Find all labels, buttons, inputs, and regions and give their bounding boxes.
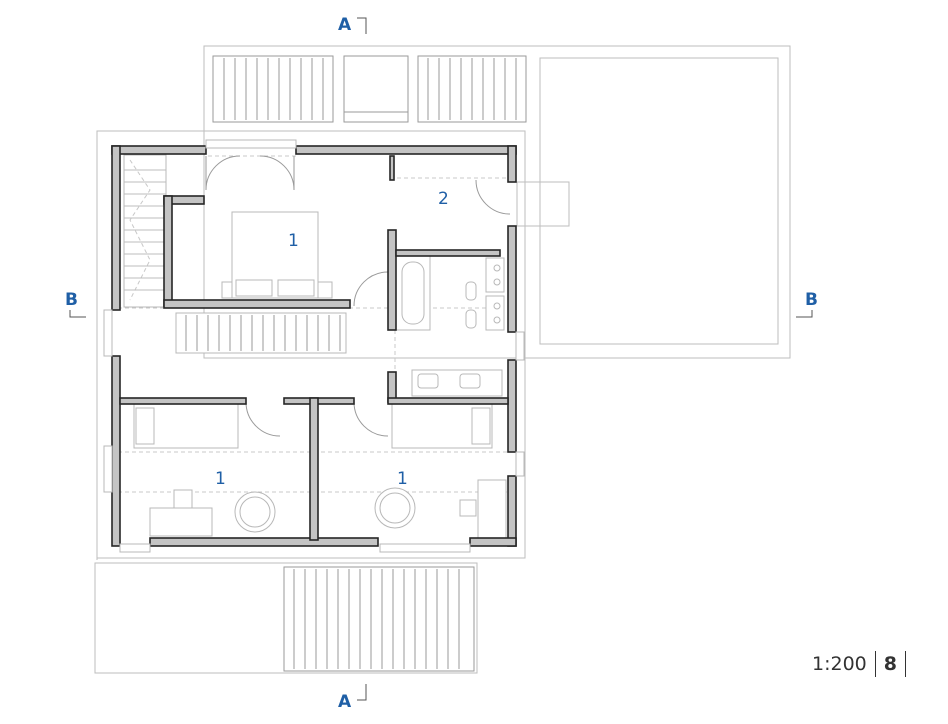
section-marker-a-top: A xyxy=(338,15,367,35)
stair-upper xyxy=(123,154,167,308)
section-marker-a-bottom: A xyxy=(338,684,367,712)
bed-right xyxy=(374,403,507,539)
scale-footer: 1:200 8 xyxy=(812,651,914,677)
scale-text: 1:200 xyxy=(812,653,867,675)
section-b-right-label: B xyxy=(805,290,818,310)
windows xyxy=(103,139,525,553)
room-label-dressing: 2 xyxy=(438,189,449,209)
walls xyxy=(111,145,517,547)
page-number: 8 xyxy=(883,653,897,675)
section-marker-b-left: B xyxy=(65,290,86,318)
roof-outline xyxy=(94,45,791,674)
bathroom-fixtures xyxy=(395,255,505,397)
room-label-bedroom-main: 1 xyxy=(288,231,299,251)
section-a-bottom-label: A xyxy=(338,692,352,712)
section-a-top-label: A xyxy=(338,15,352,35)
balcony xyxy=(516,181,570,227)
room-label-bedroom-left: 1 xyxy=(215,469,226,489)
bed-main xyxy=(221,211,333,299)
section-marker-b-right: B xyxy=(796,290,818,318)
skylights-top xyxy=(212,55,527,123)
stair-lower xyxy=(175,312,347,354)
divider-right xyxy=(905,651,906,677)
door-swings xyxy=(205,155,511,437)
divider-left xyxy=(874,651,876,677)
louvred-deck-bottom xyxy=(283,566,475,672)
room-label-bedroom-right: 1 xyxy=(397,469,408,489)
section-b-left-label: B xyxy=(65,290,78,310)
bed-left xyxy=(133,403,276,537)
